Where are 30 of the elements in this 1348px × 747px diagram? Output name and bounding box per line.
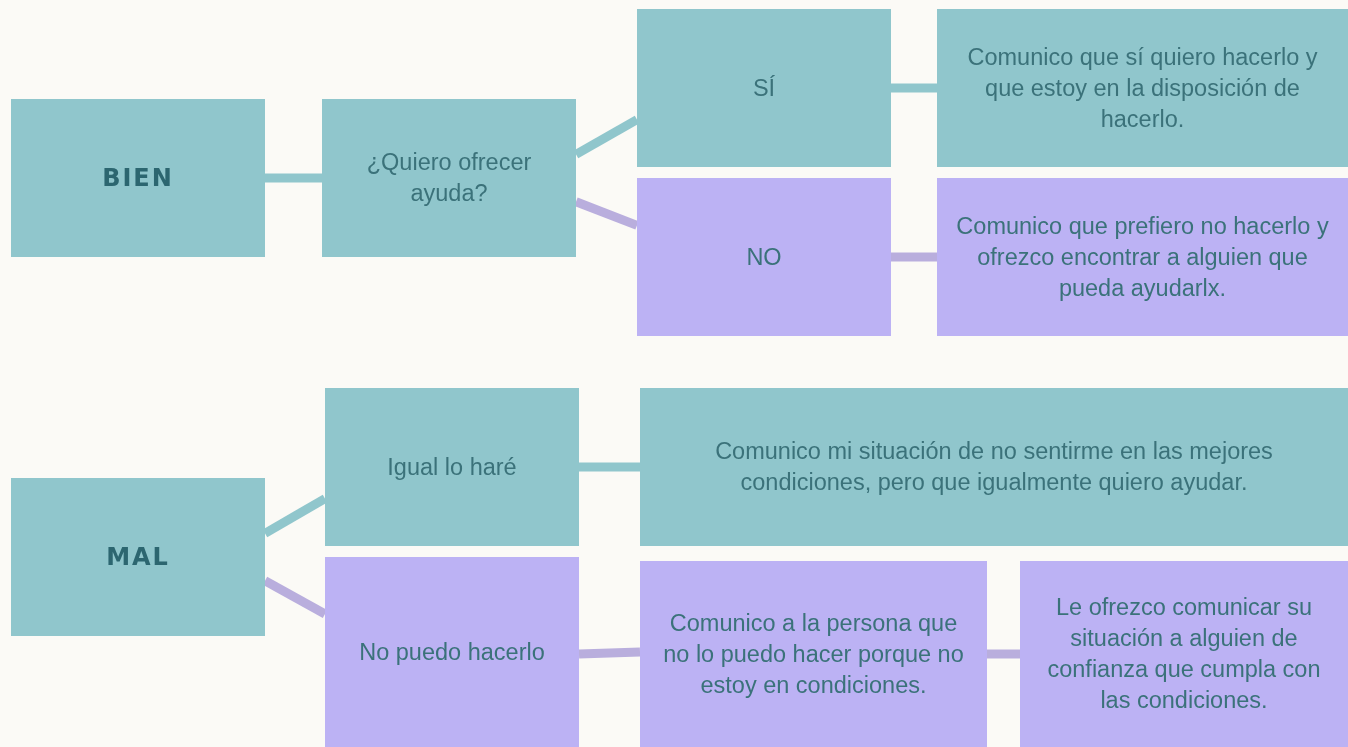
connector-line: [891, 83, 937, 93]
node-text: BIEN: [102, 164, 174, 192]
node-text: Comunico que sí quiero hacerlo y que estoy en la disposición de hacerlo.: [966, 42, 1319, 134]
category-box: [11, 478, 265, 636]
process-box: [937, 178, 1348, 336]
connector-line: [579, 462, 640, 472]
connector-line: [987, 649, 1020, 659]
process-box: [1020, 561, 1348, 747]
node-text: ¿Quiero ofrecer ayuda?: [365, 148, 533, 208]
node-text: Le ofrezco comunicar su situación a alguien de confianza que cumpla con las condiciones.: [1046, 593, 1322, 715]
node-text: SÍ: [752, 73, 776, 103]
connector-line: [265, 173, 322, 183]
node-text: No puedo hacerlo: [359, 637, 545, 667]
process-box: [637, 178, 891, 336]
connector-line: [578, 647, 641, 659]
process-box: [322, 99, 576, 257]
process-box: [640, 388, 1348, 546]
node-text: Comunico que prefiero no hacerlo y ofrezco encontrar a alguien que pueda ayudarlx.: [955, 211, 1330, 303]
node-text: Igual lo haré: [387, 452, 517, 482]
category-box: [11, 99, 265, 257]
node-text: NO: [746, 242, 782, 272]
node-text: Comunico mi situación de no sentirme en las mejores condiciones, pero que igualmente quiero ayudar.: [714, 437, 1274, 497]
process-box: [325, 557, 579, 747]
process-box: [640, 561, 987, 747]
node-text: Comunico a la persona que no lo puedo hacer porque no estoy en condiciones.: [662, 608, 965, 700]
process-box: [637, 9, 891, 167]
process-box: [937, 9, 1348, 167]
connector-line: [891, 252, 937, 262]
process-box: [325, 388, 579, 546]
node-text: MAL: [106, 543, 170, 571]
